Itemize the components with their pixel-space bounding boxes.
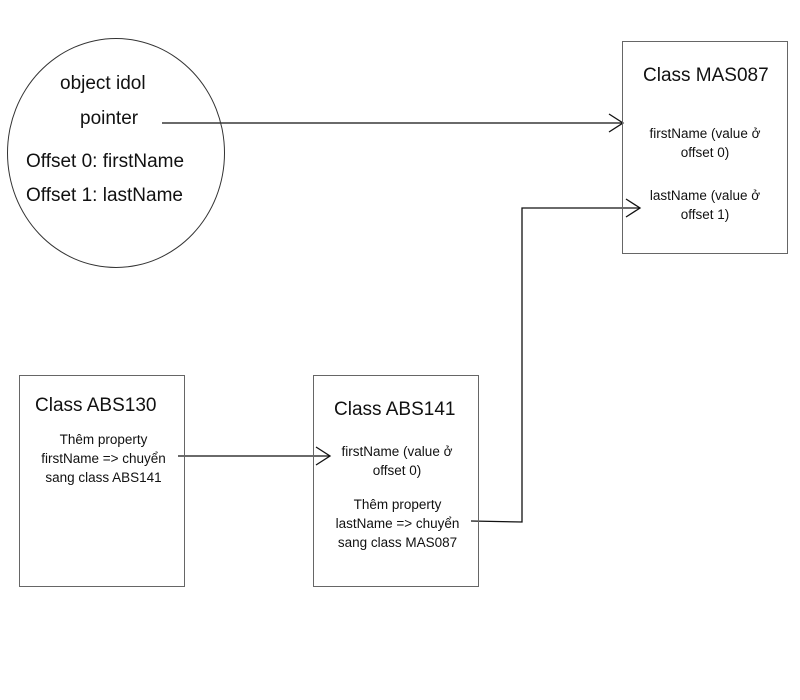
class-mas087-firstname: firstName (value ở offset 0) bbox=[649, 126, 761, 160]
class-mas087-title: Class MAS087 bbox=[643, 65, 769, 86]
class-mas087-lastname: lastName (value ở offset 1) bbox=[649, 188, 761, 222]
object-idol-circle bbox=[7, 38, 225, 268]
class-mas087-box bbox=[622, 41, 788, 254]
offset-1-label: Offset 1: lastName bbox=[26, 185, 183, 206]
class-abs141-box bbox=[313, 375, 479, 587]
class-abs141-title: Class ABS141 bbox=[334, 399, 456, 420]
abs130-to-abs141-arrow-head bbox=[315, 446, 332, 466]
pointer-arrow-head bbox=[608, 113, 625, 133]
offset-0-label: Offset 0: firstName bbox=[26, 151, 185, 172]
abs141-to-mas087-line bbox=[470, 207, 640, 523]
class-abs130-box bbox=[19, 375, 185, 587]
class-abs130-title: Class ABS130 bbox=[35, 395, 157, 416]
class-abs141-firstname: firstName (value ở offset 0) bbox=[341, 444, 453, 478]
class-abs141-note: Thêm property lastName => chuyển sang cl… bbox=[335, 497, 460, 550]
object-idol-title: object idol bbox=[60, 73, 146, 94]
abs141-to-mas087-arrow-head bbox=[625, 198, 642, 218]
pointer-label: pointer bbox=[80, 108, 139, 129]
class-abs130-note: Thêm property firstName => chuyển sang c… bbox=[41, 432, 166, 485]
